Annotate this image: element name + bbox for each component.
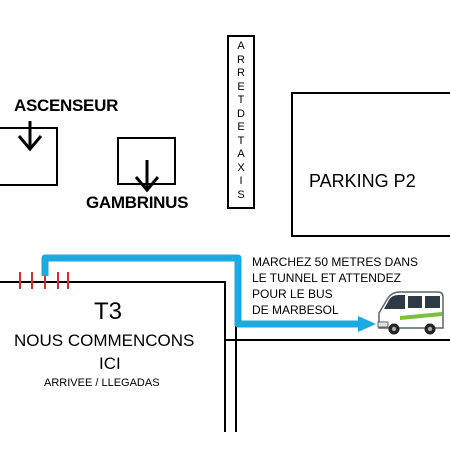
parking-box (291, 92, 450, 237)
instruction-line: DE MARBESOL (252, 303, 339, 317)
taxi-stand-box (227, 35, 255, 209)
instruction-line: POUR LE BUS (252, 287, 333, 301)
start-here-label: NOUS COMMENCONS (14, 331, 195, 350)
arrivals-label: ARRIVEE / LLEGADAS (44, 377, 160, 389)
instructions-block: MARCHEZ 50 METRES DANS LE TUNNEL ET ATTE… (252, 254, 418, 318)
gambrinus-label: GAMBRINUS (86, 193, 189, 212)
walking-route (41, 254, 360, 328)
down-arrow-icon (134, 160, 160, 193)
ici-label: ICI (99, 354, 121, 373)
route-arrow-icon (358, 316, 376, 332)
terminal-wall (0, 281, 226, 432)
ascenseur-label: ASCENSEUR (14, 96, 119, 115)
taxi-stand-label: A R R E T D E T A X I S (237, 40, 245, 201)
instruction-line: LE TUNNEL ET ATTENDEZ (252, 271, 401, 285)
instruction-line: MARCHEZ 50 METRES DANS (252, 255, 419, 269)
minibus-icon (377, 291, 444, 335)
parking-label: PARKING P2 (309, 171, 416, 191)
terminal-t3-label: T3 (94, 298, 123, 325)
down-arrow-icon (17, 121, 43, 152)
